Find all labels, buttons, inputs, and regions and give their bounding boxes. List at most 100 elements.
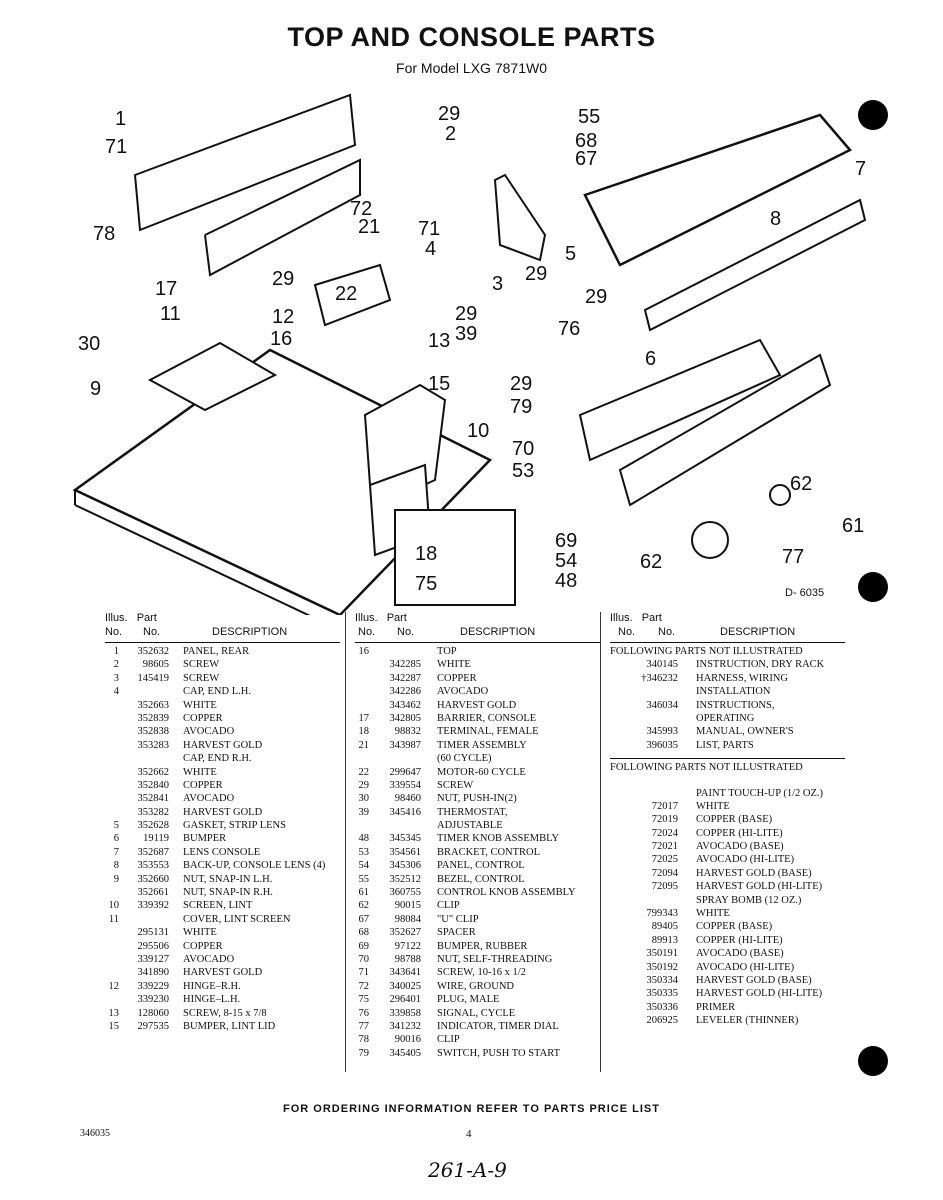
part-number: 342285 — [389, 659, 422, 671]
part-number: 350334 — [646, 974, 679, 986]
svg-text:79: 79 — [510, 396, 532, 418]
part-number: 352841 — [137, 793, 170, 805]
table-row: 352838 AVOCADO — [105, 725, 340, 738]
part-description: TIMER KNOB ASSEMBLY — [437, 833, 560, 845]
svg-text:29: 29 — [438, 103, 460, 125]
part-number: 72025 — [651, 854, 678, 866]
svg-text:55: 55 — [578, 106, 600, 128]
table-header-top: Illus. Part — [105, 612, 340, 626]
part-description: (60 CYCLE) — [437, 753, 492, 765]
illus-number: 75 — [358, 994, 370, 1006]
table-row: OPERATING — [610, 712, 845, 725]
part-description: INSTALLATION — [696, 686, 771, 698]
svg-text:62: 62 — [790, 473, 812, 495]
part-no-header: No. — [397, 626, 415, 638]
table-row: 352841 AVOCADO — [105, 792, 340, 805]
part-description: INDICATOR, TIMER DIAL — [437, 1020, 559, 1032]
part-number: 352632 — [137, 646, 170, 657]
part-number: 206925 — [646, 1015, 679, 1027]
illus-no-header: No. — [358, 626, 376, 638]
illus-number: 9 — [113, 873, 119, 885]
part-number: 352512 — [389, 873, 422, 885]
part-description: ADJUSTABLE — [437, 820, 503, 832]
part-number: 343987 — [389, 739, 422, 751]
part-description: BEZEL, CONTROL — [437, 873, 525, 885]
part-number: 72021 — [651, 841, 678, 853]
part-description: HARNESS, WIRING — [696, 672, 788, 684]
table-row: INSTALLATION — [610, 685, 845, 698]
illus-number: 70 — [358, 953, 370, 965]
svg-text:6: 6 — [645, 348, 656, 370]
part-number: 341890 — [137, 967, 170, 979]
part-description: BACK-UP, CONSOLE LENS (4) — [183, 860, 326, 872]
part-number: 72094 — [651, 867, 678, 879]
part-number: 352838 — [137, 726, 170, 738]
part-description: HARVEST GOLD — [183, 739, 263, 751]
part-description: BARRIER, CONSOLE — [437, 712, 537, 724]
part-description: WHITE — [696, 800, 730, 812]
part-number: 98788 — [394, 953, 421, 965]
part-description: WHITE — [696, 908, 730, 920]
part-description: COPPER — [183, 940, 223, 952]
part-description: TOP — [437, 646, 457, 657]
part-number: 72017 — [651, 800, 678, 812]
part-number: 339392 — [137, 900, 170, 912]
svg-text:7: 7 — [855, 158, 866, 180]
svg-text:13: 13 — [428, 330, 450, 352]
description-header: DESCRIPTION — [460, 626, 536, 638]
part-description: COVER, LINT SCREEN — [183, 913, 291, 925]
table-header-top: Illus. Part — [610, 612, 845, 626]
part-description: BUMPER, RUBBER — [437, 940, 528, 952]
illus-number: 15 — [108, 1020, 120, 1032]
section-rule — [610, 758, 845, 760]
part-description: BUMPER, LINT LID — [183, 1020, 276, 1032]
svg-text:29: 29 — [525, 263, 547, 285]
part-description: GASKET, STRIP LENS — [183, 820, 286, 832]
part-description: SCREW — [183, 659, 220, 671]
illus-number: 17 — [358, 712, 370, 724]
part-description: AVOCADO — [183, 793, 235, 805]
illus-number: 7 — [113, 846, 119, 858]
part-number: 299647 — [389, 766, 422, 778]
part-description: SIGNAL, CYCLE — [437, 1007, 516, 1019]
part-description: AVOCADO (HI-LITE) — [696, 961, 795, 973]
illus-no-header: No. — [105, 626, 123, 638]
part-description: HINGE–R.H. — [183, 980, 241, 992]
page-title: TOP AND CONSOLE PARTS — [287, 22, 656, 52]
illus-number: 61 — [358, 887, 370, 899]
diagram-reference: D- 6035 — [785, 587, 825, 599]
svg-text:71: 71 — [418, 218, 440, 240]
part-description: CONTROL KNOB ASSEMBLY — [437, 887, 576, 899]
svg-text:54: 54 — [555, 550, 577, 572]
illus-number: 76 — [358, 1007, 370, 1019]
part-description: AVOCADO — [183, 726, 235, 738]
part-description: PLUG, MALE — [437, 994, 500, 1006]
illus-number: 79 — [358, 1047, 370, 1059]
svg-text:16: 16 — [270, 328, 292, 350]
part-description: HARVEST GOLD — [183, 967, 263, 979]
